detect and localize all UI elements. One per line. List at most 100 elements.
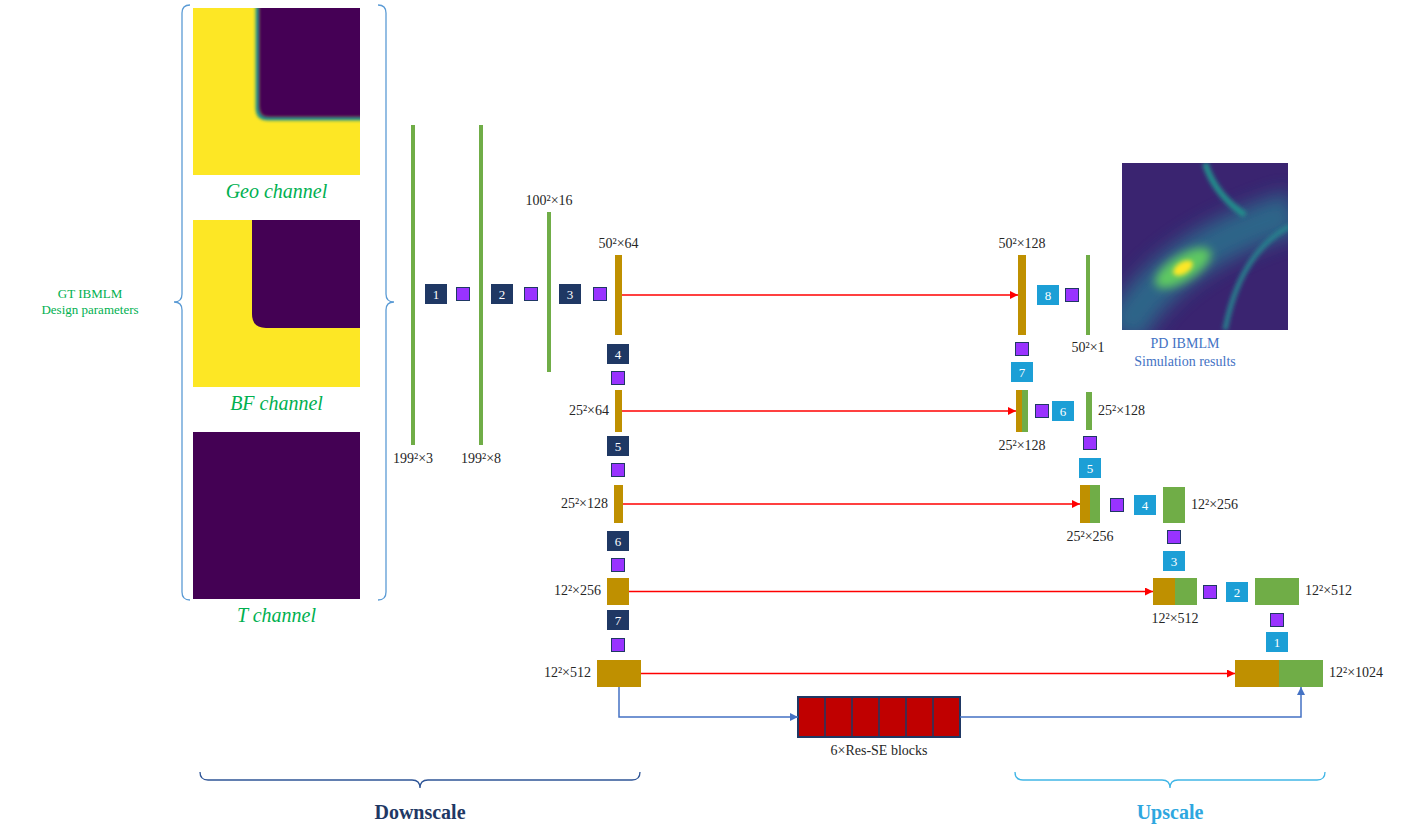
section-label: Upscale	[1137, 801, 1204, 824]
block-number: 3	[1171, 555, 1178, 568]
encoder-block: 5	[607, 436, 629, 456]
feature-map: 50²×128	[1018, 255, 1026, 335]
result-streak	[1225, 226, 1288, 330]
feature-map: 100²×16	[547, 212, 551, 372]
feature-map: 25²×128	[1016, 390, 1028, 432]
activation-square	[1016, 343, 1029, 356]
input-brace	[378, 5, 394, 600]
result-image: PD IBMLM Simulation results	[1122, 163, 1288, 330]
bottleneck-arrow	[960, 687, 1301, 717]
channel-image: BF channel	[193, 220, 360, 387]
t-image	[193, 432, 360, 599]
decoder-block: 2	[1226, 582, 1248, 602]
block-number: 5	[615, 440, 622, 453]
feature-map: 12²×256	[1163, 487, 1185, 523]
result-band	[1122, 212, 1288, 330]
geo-edge	[258, 8, 360, 118]
feature-map: 199²×3	[411, 125, 415, 445]
feature-map: 12²×1024	[1235, 660, 1323, 687]
feature-map: 25²×64	[615, 390, 622, 432]
dimension-label: 25²×128	[1098, 403, 1145, 419]
encoder-block: 1	[425, 284, 447, 304]
channel-image: T channel	[193, 432, 360, 599]
encoder-block: 3	[559, 284, 581, 304]
dimension-label: 25²×64	[569, 403, 609, 419]
res-se-blocks: 6×Res-SE blocks	[798, 697, 960, 737]
res-se-divider	[824, 697, 826, 737]
block-number: 4	[615, 348, 622, 361]
channel-caption: Geo channel	[226, 180, 328, 203]
block-number: 1	[433, 288, 440, 301]
skip-connection	[629, 591, 1153, 593]
decoder-block: 1	[1266, 632, 1288, 652]
activation-square	[525, 288, 538, 301]
block-number: 1	[1274, 636, 1281, 649]
activation-square	[1271, 614, 1284, 627]
dimension-label: 25²×256	[1066, 529, 1113, 545]
res-se-strip	[798, 697, 960, 737]
channel-caption: BF channel	[230, 392, 323, 415]
skip-connection	[641, 673, 1235, 675]
feature-map: 25²×128	[1086, 392, 1092, 430]
activation-square	[1036, 405, 1049, 418]
encoder-block: 7	[607, 610, 629, 630]
feature-map: 50²×1	[1086, 255, 1090, 335]
decoder-block: 3	[1163, 551, 1185, 571]
block-number: 6	[615, 535, 622, 548]
dimension-label: 199²×3	[393, 451, 433, 467]
feature-map: 25²×256	[1080, 485, 1100, 523]
block-number: 8	[1045, 289, 1052, 302]
block-number: 5	[1087, 462, 1094, 475]
block-number: 2	[1234, 586, 1241, 599]
skip-connection	[623, 503, 1080, 505]
dimension-label: 100²×16	[525, 193, 572, 209]
channel-image: Geo channel	[193, 8, 360, 175]
res-se-divider	[932, 697, 934, 737]
block-number: 3	[567, 288, 574, 301]
dimension-label: 12²×1024	[1329, 665, 1383, 681]
block-number: 7	[615, 614, 622, 627]
skip-connection	[622, 410, 1016, 412]
encoder-block: 6	[607, 531, 629, 551]
decoder-block: 8	[1037, 285, 1059, 305]
feature-map: 12²×256	[607, 578, 629, 605]
activation-square	[457, 288, 470, 301]
feature-map: 12²×512	[597, 660, 641, 687]
result-caption: PD IBMLM Simulation results	[1130, 335, 1240, 371]
bottleneck-arrow	[619, 687, 798, 717]
block-number: 4	[1142, 499, 1149, 512]
feature-map: 12²×512	[1153, 578, 1197, 605]
activation-square	[1168, 531, 1181, 544]
activation-square	[594, 288, 607, 301]
decoder-block: 6	[1052, 401, 1074, 421]
result-peak	[1170, 257, 1195, 279]
upscale-brace	[1015, 772, 1325, 788]
input-brace	[174, 5, 190, 600]
dimension-label: 50²×64	[598, 236, 638, 252]
downscale-brace	[200, 772, 640, 788]
channel-caption: T channel	[237, 604, 316, 627]
decoder-block: 7	[1011, 362, 1033, 382]
bf-region	[252, 220, 360, 328]
res-se-divider	[851, 697, 853, 737]
result-peak	[1149, 240, 1217, 296]
block-caption: 6×Res-SE blocks	[831, 743, 928, 759]
dimension-label: 199²×8	[461, 451, 501, 467]
dimension-label: 12²×256	[1191, 497, 1238, 513]
activation-square	[612, 639, 625, 652]
result-streak	[1205, 163, 1245, 215]
dimension-label: 50²×1	[1071, 340, 1104, 356]
section-label: Downscale	[374, 801, 465, 824]
dimension-label: 25²×128	[561, 496, 608, 512]
res-se-divider	[905, 697, 907, 737]
decoder-block: 5	[1079, 458, 1101, 478]
activation-square	[1084, 437, 1097, 450]
geo-region	[259, 8, 360, 117]
feature-map: 12²×512	[1255, 578, 1299, 605]
dimension-label: 25²×128	[998, 438, 1045, 454]
activation-square	[1066, 289, 1079, 302]
res-se-divider	[878, 697, 880, 737]
dimension-label: 50²×128	[998, 236, 1045, 252]
activation-square	[612, 372, 625, 385]
skip-connection	[622, 294, 1018, 296]
